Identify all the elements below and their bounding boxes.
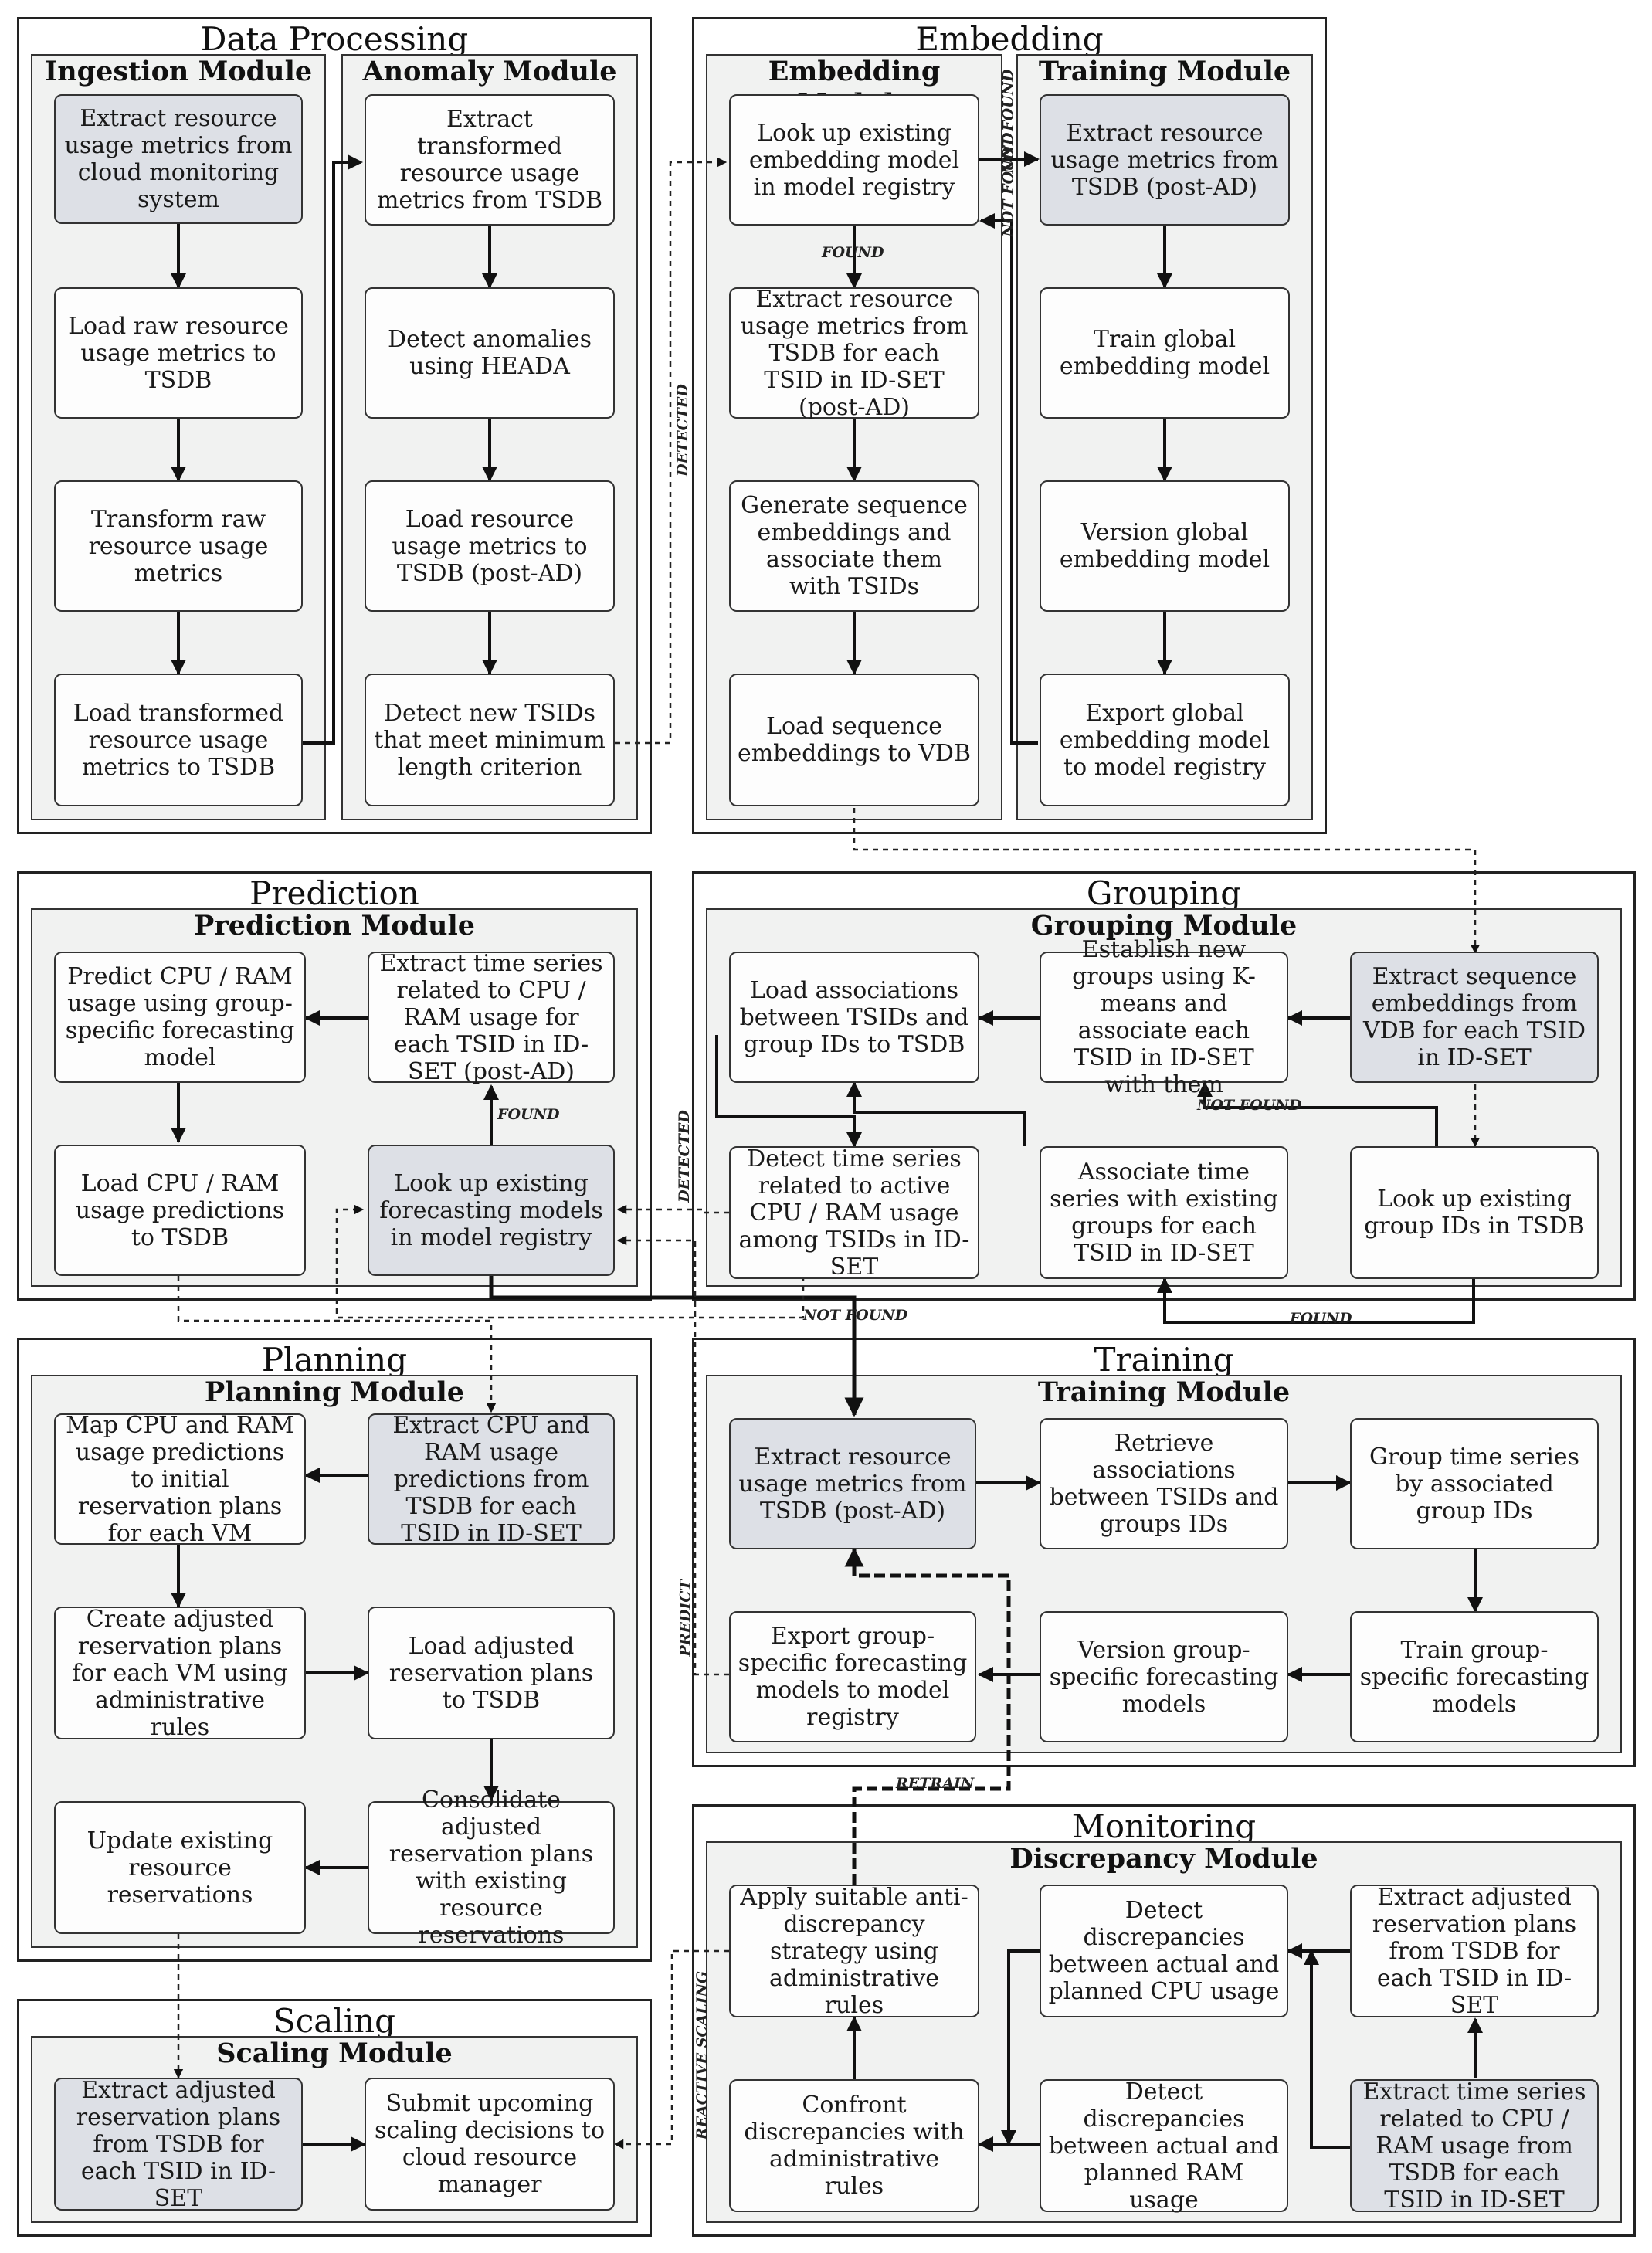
label-found-prediction: FOUND	[497, 1106, 560, 1123]
box-export-forecasting-models: Export group-specific forecasting models…	[729, 1611, 976, 1742]
module-title-anomaly: Anomaly Module	[362, 56, 617, 87]
box-update-reservations: Update existing resource reservations	[54, 1801, 306, 1934]
box-load-group-associations: Load associations between TSIDs and grou…	[729, 952, 979, 1083]
box-map-predictions-to-plans: Map CPU and RAM usage predictions to ini…	[54, 1412, 306, 1547]
box-extract-adjusted-plans-scaling: Extract adjusted reservation plans from …	[54, 2077, 303, 2212]
arrow-ano4-emb1-detected	[615, 157, 728, 745]
module-title-discrepancy: Discrepancy Module	[1009, 1843, 1318, 1875]
box-detect-ram-discrepancies: Detect discrepancies between actual and …	[1040, 2078, 1288, 2214]
section-title-scaling: Scaling	[273, 2002, 396, 2040]
box-version-global-embedding: Version global embedding model	[1040, 480, 1290, 612]
module-title-ingestion: Ingestion Module	[44, 56, 313, 87]
box-detect-anomalies: Detect anomalies using HEADA	[365, 287, 615, 419]
box-load-predictions: Load CPU / RAM usage predictions to TSDB	[54, 1145, 306, 1276]
section-title-data-processing: Data Processing	[200, 20, 469, 58]
box-load-post-ad-metrics: Load resource usage metrics to TSDB (pos…	[365, 480, 615, 612]
box-extract-cpu-ram-series: Extract time series related to CPU / RAM…	[368, 950, 615, 1085]
label-not-found-grouping: NOT FOUND	[1197, 1097, 1302, 1114]
arrow-grp6-grp5	[1157, 1276, 1475, 1324]
label-not-found-emb-2: NOT FOUND	[999, 132, 1017, 237]
box-extract-post-ad-metrics-grp: Extract resource usage metrics from TSDB…	[729, 1418, 976, 1549]
box-extract-cpu-ram-usage-monitoring: Extract time series related to CPU / RAM…	[1350, 2078, 1599, 2214]
box-detect-new-tsids: Detect new TSIDs that meet minimum lengt…	[365, 674, 615, 806]
arrow-mon2-mon4	[1001, 1949, 1040, 2146]
box-load-raw-metrics: Load raw resource usage metrics to TSDB	[54, 287, 303, 419]
section-title-grouping: Grouping	[1086, 874, 1242, 912]
box-extract-post-ad-metrics-emb: Extract resource usage metrics from TSDB…	[1040, 94, 1290, 226]
label-detected-grouping: DETECTED	[675, 1110, 693, 1203]
box-submit-scaling-decisions: Submit upcoming scaling decisions to clo…	[365, 2078, 615, 2211]
box-load-transformed-metrics: Load transformed resource usage metrics …	[54, 674, 303, 806]
section-title-training: Training	[1094, 1341, 1234, 1379]
box-train-global-embedding: Train global embedding model	[1040, 287, 1290, 419]
box-retrieve-associations: Retrieve associations between TSIDs and …	[1040, 1418, 1288, 1549]
label-retrain: RETRAIN	[896, 1775, 975, 1792]
box-predict-cpu-ram: Predict CPU / RAM usage using group-spec…	[54, 952, 306, 1083]
box-apply-anti-discrepancy: Apply suitable anti-discrepancy strategy…	[729, 1884, 979, 2019]
arrow-grp4-pre4-detected	[616, 1204, 729, 1215]
section-title-embedding: Embedding	[915, 20, 1104, 58]
box-create-adjusted-plans: Create adjusted reservation plans for ea…	[54, 1606, 306, 1741]
label-predict: PREDICT	[677, 1579, 694, 1657]
arrow-tre4-emb1	[979, 213, 1038, 745]
section-title-prediction: Prediction	[249, 874, 419, 912]
box-export-global-embedding: Export global embedding model to model r…	[1040, 674, 1290, 806]
arrow-grp1-grp4	[715, 1035, 862, 1148]
section-title-monitoring: Monitoring	[1071, 1807, 1257, 1845]
arrow-ing4-ano1	[303, 154, 363, 745]
arrow-grp5-grp1	[846, 1081, 1026, 1146]
box-group-time-series: Group time series by associated group ID…	[1350, 1418, 1599, 1549]
module-title-training-grouping: Training Module	[1037, 1376, 1291, 1408]
module-title-grouping: Grouping Module	[1030, 910, 1298, 942]
arrow-mon1-trg1-retrain	[844, 1547, 1011, 1885]
label-not-found-training: NOT FOUND	[803, 1307, 908, 1324]
arrow-emb4-grp3-dashed	[853, 808, 1481, 955]
box-extract-transformed-metrics: Extract transformed resource usage metri…	[365, 94, 615, 226]
box-extract-adjusted-plans-monitoring: Extract adjusted reservation plans from …	[1350, 1884, 1599, 2019]
box-load-embeddings-vdb: Load sequence embeddings to VDB	[729, 674, 979, 806]
arrow-trg4-pre4-loop	[335, 1204, 805, 1319]
label-reactive-scaling: REACTIVE SCALING	[694, 1970, 711, 2140]
label-found-emb: FOUND	[822, 244, 884, 261]
arrow-mon1-sca2-reactive	[613, 1949, 729, 2150]
box-extract-cloud-metrics: Extract resource usage metrics from clou…	[54, 94, 303, 224]
box-extract-sequence-embeddings: Extract sequence embeddings from VDB for…	[1350, 952, 1599, 1083]
box-associate-existing-groups: Associate time series with existing grou…	[1040, 1146, 1288, 1279]
box-extract-id-set-metrics: Extract resource usage metrics from TSDB…	[729, 286, 979, 421]
label-found-grouping: FOUND	[1290, 1310, 1352, 1327]
box-transform-raw-metrics: Transform raw resource usage metrics	[54, 480, 303, 612]
box-consolidate-plans: Consolidate adjusted reservation plans w…	[368, 1786, 615, 1949]
box-lookup-group-ids: Look up existing group IDs in TSDB	[1350, 1146, 1599, 1279]
box-lookup-forecasting-models: Look up existing forecasting models in m…	[368, 1145, 615, 1276]
box-load-adjusted-plans: Load adjusted reservation plans to TSDB	[368, 1607, 615, 1739]
box-train-forecasting-models: Train group-specific forecasting models	[1350, 1611, 1599, 1742]
arrow-trg4-pre4-predict	[616, 1235, 729, 1676]
label-detected-anomaly: DETECTED	[673, 384, 691, 477]
box-lookup-embedding-model: Look up existing embedding model in mode…	[729, 94, 979, 226]
box-detect-active-series: Detect time series related to active CPU…	[729, 1145, 979, 1281]
arrow-pre4-trg1-notfound	[489, 1276, 864, 1417]
arrow-mon6-mon5	[1304, 1949, 1350, 2149]
box-version-forecasting-models: Version group-specific forecasting model…	[1040, 1611, 1288, 1742]
box-generate-embeddings: Generate sequence embeddings and associa…	[729, 480, 979, 612]
box-detect-cpu-discrepancies: Detect discrepancies between actual and …	[1040, 1885, 1288, 2017]
module-title-training-embedding: Training Module	[1038, 56, 1291, 87]
section-title-planning: Planning	[261, 1341, 408, 1379]
module-title-planning: Planning Module	[204, 1376, 465, 1408]
box-extract-usage-predictions: Extract CPU and RAM usage predictions fr…	[368, 1412, 615, 1547]
box-establish-new-groups: Establish new groups using K-means and a…	[1040, 936, 1288, 1098]
box-confront-discrepancies: Confront discrepancies with administrati…	[729, 2079, 979, 2212]
arrow-pre3-pla2-dashed	[177, 1276, 497, 1413]
module-title-prediction: Prediction Module	[193, 910, 476, 942]
module-title-scaling: Scaling Module	[216, 2038, 453, 2069]
